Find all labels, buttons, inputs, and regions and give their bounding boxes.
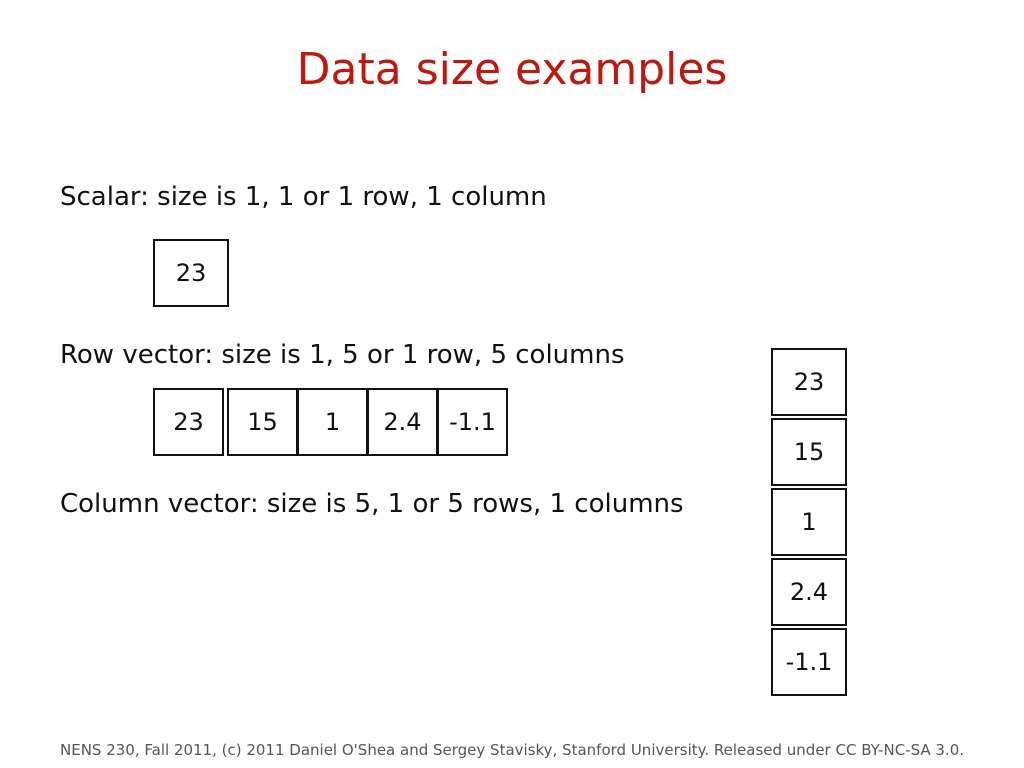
- column-vector-description: Column vector: size is 5, 1 or 5 rows, 1…: [60, 489, 684, 519]
- row-vector-cell: 23: [153, 388, 224, 456]
- column-vector-cell: -1.1: [771, 628, 847, 696]
- column-vector-cell: 1: [771, 488, 847, 556]
- footer-credit: NENS 230, Fall 2011, (c) 2011 Daniel O'S…: [60, 741, 965, 759]
- column-vector-cell: 15: [771, 418, 847, 486]
- row-vector-cell: -1.1: [437, 388, 508, 456]
- column-vector-cell: 2.4: [771, 558, 847, 626]
- column-vector-cell: 23: [771, 348, 847, 416]
- scalar-cell: 23: [153, 239, 229, 307]
- row-vector-cell: 1: [297, 388, 368, 456]
- scalar-description: Scalar: size is 1, 1 or 1 row, 1 column: [60, 182, 547, 212]
- slide-title: Data size examples: [296, 44, 728, 95]
- row-vector-cell: 15: [227, 388, 298, 456]
- row-vector-description: Row vector: size is 1, 5 or 1 row, 5 col…: [60, 340, 625, 370]
- row-vector-cell: 2.4: [367, 388, 438, 456]
